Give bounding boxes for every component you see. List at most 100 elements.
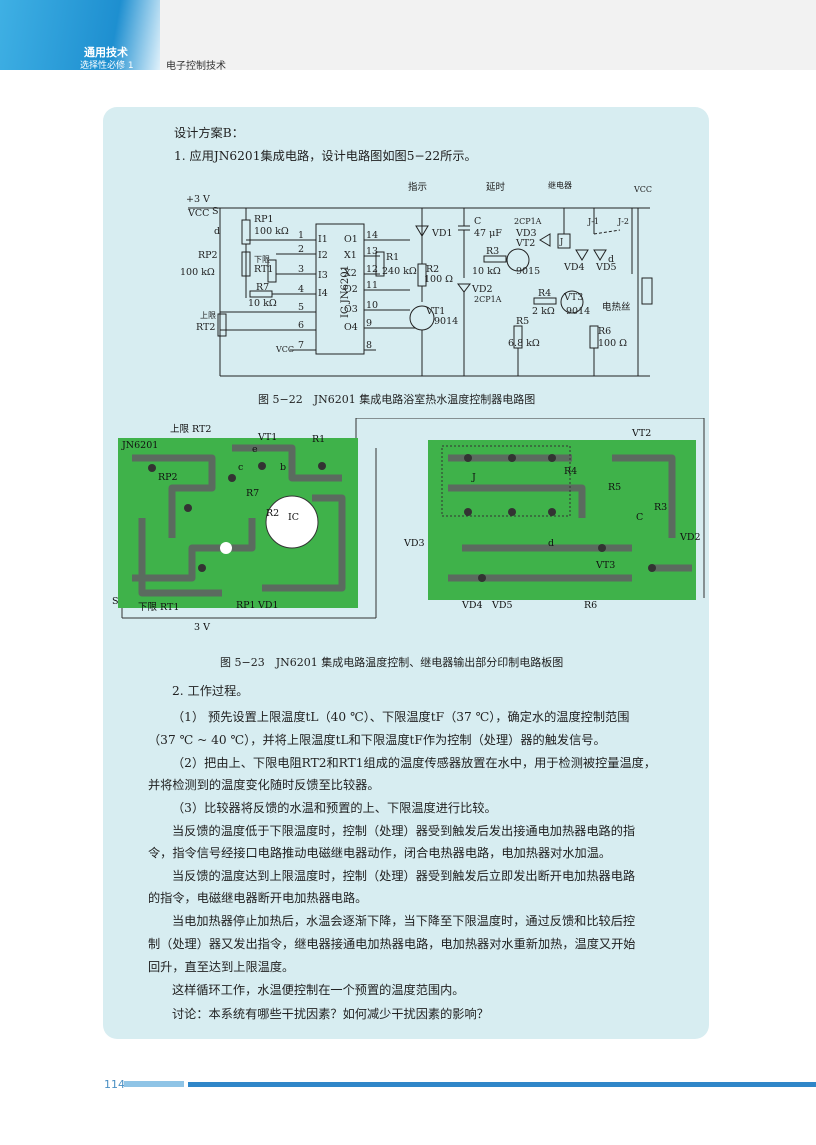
pcb-jn6201: JN6201 bbox=[121, 440, 158, 451]
pcb-r5: R5 bbox=[608, 482, 621, 493]
schem-pin-x2: X2 bbox=[344, 268, 357, 279]
pcb-r1: R1 bbox=[312, 434, 325, 445]
header-tab bbox=[0, 0, 160, 70]
step-1: 1. 应用JN6201集成电路，设计电路图如图5−22所示。 bbox=[174, 149, 477, 163]
pcb-r3: R3 bbox=[654, 502, 667, 513]
pcb-s: S bbox=[112, 596, 119, 607]
pcb-c: c bbox=[238, 462, 243, 473]
pcb-vd2: VD2 bbox=[679, 532, 701, 543]
pcb-vt3: VT3 bbox=[595, 560, 615, 571]
pcb-vt2: VT2 bbox=[631, 428, 651, 439]
book-title: 通用技术 bbox=[84, 46, 128, 59]
schem-s: S bbox=[212, 206, 219, 217]
pcb-d: d bbox=[548, 538, 554, 549]
schem-r3-val: 10 kΩ bbox=[472, 266, 501, 277]
pcb-r7: R7 bbox=[246, 488, 259, 499]
schem-num-3: 3 bbox=[298, 264, 304, 275]
schem-j1: J-1 bbox=[587, 217, 599, 226]
schem-r2-val: 100 Ω bbox=[424, 274, 453, 285]
schem-num-8: 8 bbox=[366, 340, 372, 351]
schem-c-val: 47 μF bbox=[474, 228, 502, 239]
schem-r5: R5 bbox=[516, 316, 529, 327]
schem-r3: R3 bbox=[486, 246, 499, 257]
step-2: 2. 工作过程。 bbox=[172, 684, 249, 698]
schem-vd2: VD2 bbox=[471, 284, 493, 295]
schem-r2: R2 bbox=[426, 264, 439, 275]
pcb-r4: R4 bbox=[564, 466, 577, 477]
para4-line1: 当反馈的温度低于下限温度时，控制（处理）器受到触发后发出接通电加热器电路的指 bbox=[172, 824, 636, 838]
schem-xiaxian: 下限 bbox=[254, 255, 270, 264]
schem-pin-i2: I2 bbox=[318, 250, 328, 261]
schem-vt3: VT3 bbox=[563, 292, 583, 303]
schem-vt1: VT1 bbox=[425, 306, 445, 317]
schem-pin-i4: I4 bbox=[318, 288, 328, 299]
schem-num-1: 1 bbox=[298, 230, 304, 241]
pcb-vd4: VD4 bbox=[461, 600, 483, 611]
pcb-r6: R6 bbox=[584, 600, 597, 611]
pcb-vd1: VD1 bbox=[257, 600, 279, 611]
pcb-shangxian-rt2: 上限 RT2 bbox=[170, 424, 211, 435]
schem-num-7: 7 bbox=[298, 340, 304, 351]
schem-r7-val: 10 kΩ bbox=[248, 298, 277, 309]
schem-pin-i1: I1 bbox=[318, 234, 328, 245]
pcb-vd5: VD5 bbox=[491, 600, 513, 611]
schem-vd3: VD3 bbox=[515, 228, 537, 239]
pcb-vt1: VT1 bbox=[257, 432, 277, 443]
pcb-e: e bbox=[252, 444, 258, 455]
schem-num-11: 11 bbox=[366, 280, 378, 291]
para4-line2: 令，指令信号经接口电路推动电磁继电器动作，闭合电热器电路，电加热器对水加温。 bbox=[148, 846, 612, 860]
para6-line1: 当电加热器停止加热后，水温会逐渐下降，当下降至下限温度时，通过反馈和比较后控 bbox=[172, 914, 636, 928]
schem-r5-val: 6.8 kΩ bbox=[508, 338, 540, 349]
schem-vd3-val: 2CP1A bbox=[514, 217, 542, 226]
schem-d2: d bbox=[608, 254, 614, 265]
schem-num-13: 13 bbox=[366, 246, 378, 257]
schem-vd2-val: 2CP1A bbox=[474, 295, 502, 304]
schem-vd4: VD4 bbox=[563, 262, 585, 273]
schem-pin-o2: O2 bbox=[344, 284, 358, 295]
schem-num-12: 12 bbox=[366, 264, 378, 275]
pcb-j: J bbox=[471, 472, 476, 483]
schem-relay: 继电器 bbox=[548, 180, 572, 190]
pcb-r2: R2 bbox=[266, 508, 279, 519]
schem-num-10: 10 bbox=[366, 300, 378, 311]
schem-r4: R4 bbox=[538, 288, 551, 299]
pcb-vd3: VD3 bbox=[403, 538, 425, 549]
para6-line3: 回升，直至达到上限温度。 bbox=[148, 960, 295, 974]
schem-vcc: VCC bbox=[187, 208, 209, 219]
schem-zhishi: 指示 bbox=[408, 181, 427, 193]
pcb-b: b bbox=[280, 462, 286, 473]
page-header: 通用技术 选择性必修 1 电子控制技术 bbox=[0, 0, 816, 72]
schem-pin-i3: I3 bbox=[318, 270, 328, 281]
schem-rp2-val: 100 kΩ bbox=[180, 267, 215, 278]
schem-num-4: 4 bbox=[298, 284, 304, 295]
footer-bar-long bbox=[188, 1082, 816, 1087]
schem-r6-val: 100 Ω bbox=[598, 338, 627, 349]
schem-j2: J-2 bbox=[617, 217, 629, 226]
schem-r6: R6 bbox=[598, 326, 611, 337]
schem-pin-o1: O1 bbox=[344, 234, 358, 245]
circuit-schematic: +3 V VCC S d RP1 100 kΩ RP2 100 kΩ 下限 RT… bbox=[180, 180, 653, 377]
figure-5-22-caption: 图 5−22 JN6201 集成电路浴室热水温度控制器电路图 bbox=[258, 393, 536, 406]
schem-pin-o4: O4 bbox=[344, 322, 358, 333]
schem-shangxian: 上限 bbox=[200, 311, 216, 320]
schem-pin-o3: O3 bbox=[344, 304, 358, 315]
para5-line2: 的指令，电磁继电器断开电加热器电路。 bbox=[148, 891, 368, 905]
chapter-title: 电子控制技术 bbox=[166, 61, 226, 72]
pcb-layout: 上限 RT2 JN6201 RP2 VT1 R1 e c b R7 R2 IC … bbox=[112, 418, 705, 633]
schem-rp1: RP1 bbox=[254, 214, 274, 225]
schem-yanshi: 延时 bbox=[486, 181, 506, 193]
page-number: 114 bbox=[104, 1078, 125, 1091]
schem-rt2: RT2 bbox=[196, 322, 215, 333]
figure-5-23-caption: 图 5−23 JN6201 集成电路温度控制、继电器输出部分印制电路板图 bbox=[220, 656, 564, 669]
schem-rp1-val: 100 kΩ bbox=[254, 226, 289, 237]
para5-line1: 当反馈的温度达到上限温度时，控制（处理）器受到触发后立即发出断开电加热器电路 bbox=[172, 869, 636, 883]
schem-r7: R7 bbox=[256, 282, 269, 293]
schem-num-9: 9 bbox=[366, 318, 372, 329]
pcb-right-board bbox=[428, 440, 696, 600]
schem-num-2: 2 bbox=[298, 244, 304, 255]
pcb-ic: IC bbox=[288, 512, 299, 523]
schem-vt2: VT2 bbox=[515, 238, 535, 249]
schem-pin-x1: X1 bbox=[344, 250, 357, 261]
schem-num-5: 5 bbox=[298, 302, 304, 313]
schem-j: J bbox=[559, 237, 563, 246]
